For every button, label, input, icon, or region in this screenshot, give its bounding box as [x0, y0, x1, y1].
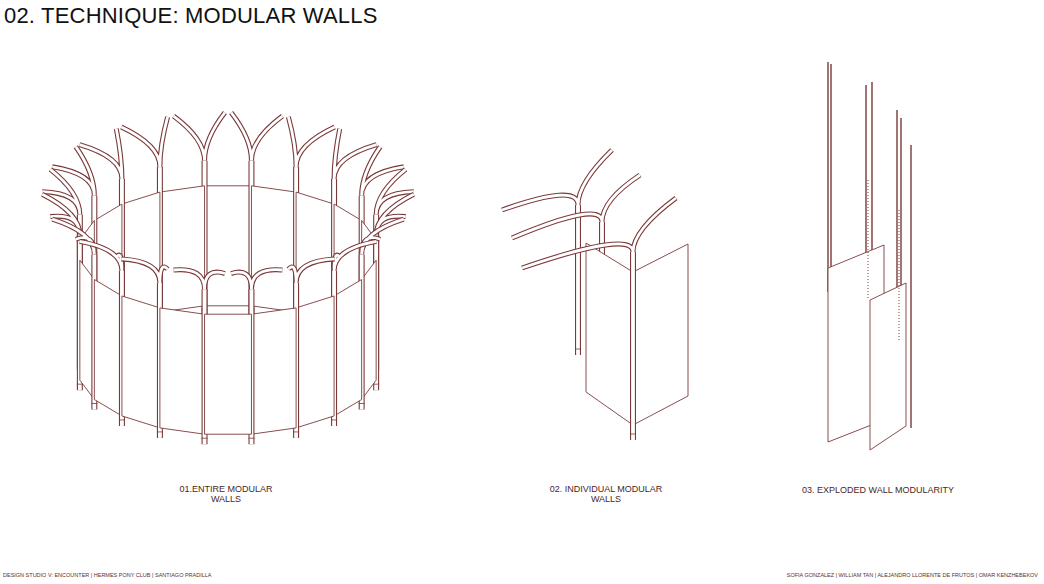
wall-panel [94, 280, 122, 416]
exploded-wall [828, 62, 911, 450]
fin-arm [512, 175, 640, 238]
exploded-post [827, 62, 828, 292]
post-foot [630, 434, 636, 435]
fin-arm [52, 147, 94, 196]
wall-panel [633, 244, 688, 425]
wall-panel [205, 186, 252, 306]
post [631, 252, 635, 440]
wall-panel [122, 296, 160, 428]
exploded-post [910, 145, 911, 428]
fin-arm [512, 175, 640, 238]
post-foot [248, 438, 254, 439]
wall-panel [205, 314, 252, 434]
wall-panel [251, 186, 296, 312]
fin-arm [52, 219, 94, 254]
fin-arm [362, 147, 404, 196]
page-title: 02. TECHNIQUE: MODULAR WALLS [4, 3, 378, 29]
post-foot [359, 403, 365, 404]
exploded-post [830, 64, 831, 290]
fin-arm [288, 259, 334, 283]
fin-arm [502, 150, 612, 210]
fin-arm [174, 270, 225, 290]
wall-panel [160, 186, 205, 312]
fin-arm [231, 112, 282, 160]
fin-arm [362, 147, 404, 196]
fin-arm [288, 117, 334, 167]
wall-panel [870, 283, 906, 450]
wall-panel [586, 243, 633, 425]
fin-arm [121, 259, 167, 283]
post-foot [157, 431, 163, 432]
figure-caption: 02. INDIVIDUAL MODULAR WALLS [546, 484, 666, 505]
fin-arm [174, 270, 225, 290]
fin-arm [362, 219, 404, 254]
wall-panel [296, 296, 334, 428]
fin-arm [334, 241, 376, 271]
fin-arm [334, 241, 376, 271]
fin-arm [121, 117, 167, 167]
fin-arm [80, 129, 122, 179]
fin-arm [231, 270, 282, 290]
post-foot [293, 431, 299, 432]
fin-arm [231, 112, 282, 160]
fin-arm [121, 259, 167, 283]
post-foot [91, 403, 97, 404]
footer-note: SOFIA GONZALEZ | WILLIAM TAN | ALEJANDRO… [787, 572, 1038, 578]
fin-arm [522, 198, 676, 268]
fin-arm [288, 117, 334, 167]
post [576, 205, 580, 355]
figure-caption: 03. EXPLODED WALL MODULARITY [768, 485, 988, 495]
fin-arm [80, 129, 122, 179]
footer-note: DESIGN STUDIO V: ENCOUNTER | HERMES PONY… [3, 572, 212, 578]
fin-arm [174, 112, 225, 160]
fin-arm [52, 219, 94, 254]
individual-module [502, 150, 688, 440]
wall-panel [334, 280, 362, 416]
wall-panel [160, 308, 205, 434]
dotted-joint [899, 210, 900, 340]
dotted-joint [868, 180, 869, 300]
fin-arm [502, 150, 612, 210]
fin-arm [334, 129, 376, 179]
post-foot [575, 349, 581, 350]
fin-arm [288, 259, 334, 283]
ring-of-walls [42, 112, 414, 444]
post-foot [202, 438, 208, 439]
fin-arm [334, 129, 376, 179]
fin-arm [80, 241, 122, 271]
post-foot [119, 419, 125, 420]
fin-arm [174, 112, 225, 160]
wall-panel [251, 308, 296, 434]
post-foot [331, 419, 337, 420]
post [575, 205, 581, 355]
post-foot [373, 384, 379, 385]
figure-caption: 01.ENTIRE MODULAR WALLS [171, 484, 281, 505]
fin-arm [231, 270, 282, 290]
fin-arm [522, 198, 676, 268]
fin-arm [362, 219, 404, 254]
post-foot [77, 384, 83, 385]
fin-arm [121, 117, 167, 167]
fin-arm [80, 241, 122, 271]
post [630, 252, 636, 440]
fin-arm [52, 147, 94, 196]
